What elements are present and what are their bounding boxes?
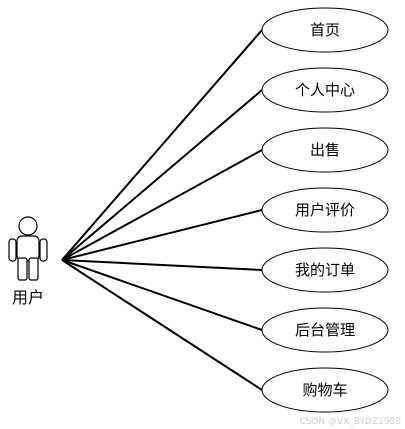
use-case-label: 首页: [310, 21, 340, 39]
watermark: CSDN @VX_BYDZ1988: [299, 417, 401, 427]
association-line-personal-center: [61, 89, 263, 261]
use-case-user-review: 用户评价: [261, 187, 389, 233]
person-icon: [8, 216, 48, 281]
use-case-ellipse: [261, 67, 389, 113]
use-case-label: 出售: [310, 141, 340, 159]
use-case-label: 购物车: [302, 381, 347, 399]
use-case-ellipse: [261, 7, 389, 53]
use-case-label: 用户评价: [295, 201, 355, 219]
association-line-cart: [61, 259, 263, 391]
use-case-home: 首页: [261, 7, 389, 53]
use-case-label: 我的订单: [295, 261, 355, 279]
use-case-ellipse: [261, 127, 389, 173]
association-line-sell: [61, 149, 263, 261]
use-case-ellipse: [261, 367, 389, 413]
association-line-home: [61, 29, 263, 261]
association-lines: [61, 29, 263, 391]
use-case-ellipse: [261, 247, 389, 293]
use-case-label: 后台管理: [295, 321, 355, 339]
use-case-admin: 后台管理: [261, 307, 389, 353]
association-line-admin: [61, 259, 263, 331]
actor-label: 用户: [12, 288, 44, 307]
use-case-ellipse: [261, 187, 389, 233]
use-case-ellipse: [261, 307, 389, 353]
association-line-my-orders: [61, 259, 263, 271]
use-case-label: 个人中心: [295, 81, 355, 99]
association-line-user-review: [61, 209, 263, 261]
actor-user: 用户: [8, 216, 48, 307]
use-case-my-orders: 我的订单: [261, 247, 389, 293]
use-case-sell: 出售: [261, 127, 389, 173]
use-case-cart: 购物车: [261, 367, 389, 413]
use-case-personal-center: 个人中心: [261, 67, 389, 113]
